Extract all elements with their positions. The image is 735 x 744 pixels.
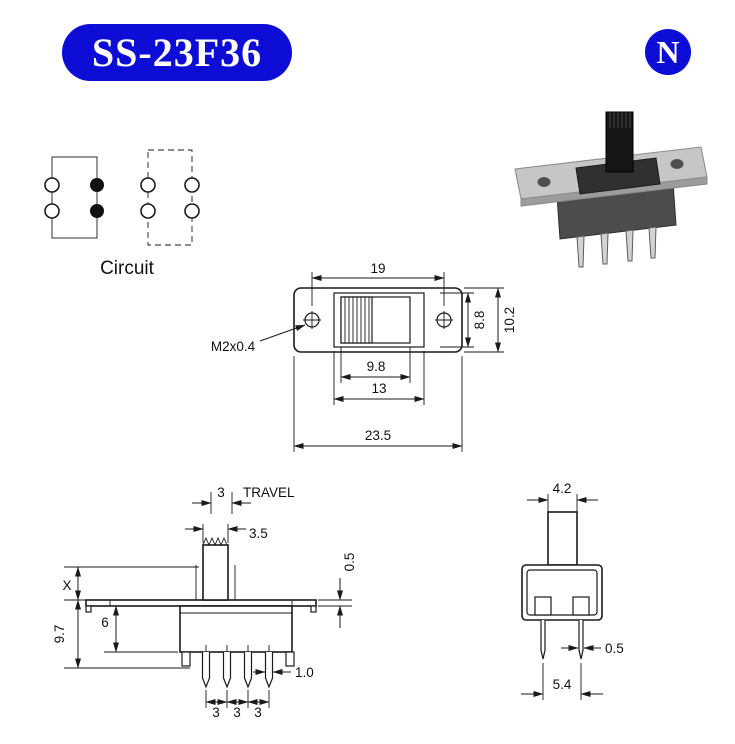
circuit-diagram: Circuit xyxy=(44,149,200,279)
knob-hatching xyxy=(344,297,370,343)
terminal-dot xyxy=(140,177,156,193)
part-number-badge: SS-23F36 xyxy=(62,24,292,81)
pin xyxy=(625,229,634,262)
dim-travel: 3 TRAVEL xyxy=(192,485,295,514)
terminal-dot xyxy=(44,203,60,219)
circuit-solid-box xyxy=(51,156,98,239)
knob-top-view xyxy=(340,296,373,344)
knob-serration-profile xyxy=(202,536,228,547)
dim-pin-spacing: 5.4 xyxy=(521,663,603,700)
dim-text: 13 xyxy=(371,381,386,396)
dim-text: 6 xyxy=(101,615,109,630)
dim-text: 8.8 xyxy=(472,311,487,330)
pin-channel-left xyxy=(534,596,552,616)
dim-total-height: 10.2 xyxy=(464,287,517,353)
dim-knob-width: 3.5 xyxy=(185,524,268,543)
switch-photo xyxy=(514,111,708,268)
terminal-dot-filled xyxy=(90,178,104,192)
dim-height-x: X xyxy=(62,566,199,601)
pin-end xyxy=(578,620,584,660)
hole-centerline xyxy=(435,311,453,329)
terminal-slots xyxy=(205,645,270,652)
travel-label: TRAVEL xyxy=(243,485,295,500)
dim-text: 3.5 xyxy=(249,526,268,541)
dim-text: 4.2 xyxy=(553,481,572,496)
dim-text: 10.2 xyxy=(502,307,517,333)
front-view: 19 8.8 10.2 M2x0.4 9. xyxy=(211,261,517,452)
dim-text: 3 xyxy=(254,705,262,720)
thread-text: M2x0.4 xyxy=(211,339,256,354)
side-view: 3 TRAVEL 3.5 X 9.7 xyxy=(52,485,357,720)
brand-logo-icon: N xyxy=(645,29,691,75)
mounting-hole xyxy=(670,159,684,169)
terminal-dot xyxy=(44,177,60,193)
dim-total-width: 23.5 xyxy=(293,356,463,452)
dim-text: 9.8 xyxy=(367,359,386,374)
dim-pin-pitch: 3 3 3 xyxy=(205,690,270,720)
pin-end xyxy=(540,620,546,660)
dim-text: 5.4 xyxy=(553,677,572,692)
circuit-caption: Circuit xyxy=(100,258,155,279)
pin-profile xyxy=(264,652,274,689)
pin xyxy=(648,226,657,259)
brand-logo-letter: N xyxy=(656,33,680,70)
circuit-dashed-box xyxy=(147,149,193,246)
mounting-hole xyxy=(537,177,551,187)
dim-text: X xyxy=(62,578,71,593)
terminal-dot-filled xyxy=(90,204,104,218)
pin-channel-right xyxy=(572,596,590,616)
bracket-plate xyxy=(85,599,317,607)
dim-slot-width: 9.8 xyxy=(340,347,411,383)
part-number-label: SS-23F36 xyxy=(91,30,263,75)
case-post-right xyxy=(285,651,295,667)
pin-profile xyxy=(201,652,211,689)
dim-text: 9.7 xyxy=(52,625,67,644)
knob-travel-phantom xyxy=(195,565,236,600)
knob-end xyxy=(547,511,578,566)
dim-knob-width-end: 4.2 xyxy=(527,481,598,512)
dim-text: 1.0 xyxy=(295,665,314,680)
dim-text: 0.5 xyxy=(342,553,357,572)
dim-body-width: 13 xyxy=(333,351,425,405)
thread-callout: M2x0.4 xyxy=(211,324,306,354)
knob-serrations xyxy=(609,112,631,128)
dim-below-height: 9.7 xyxy=(52,599,190,669)
dim-pin-width: 1.0 xyxy=(253,665,314,680)
bracket-hook-right xyxy=(310,605,317,613)
pin xyxy=(600,232,609,265)
bracket-hook-left xyxy=(85,605,92,613)
bracket-steps xyxy=(109,600,293,606)
hole-centerline xyxy=(303,311,321,329)
terminal-dot xyxy=(184,177,200,193)
dim-hole-spacing: 19 xyxy=(311,261,445,306)
dim-pin-thickness: 0.5 xyxy=(561,641,624,656)
dim-plate-thickness: 0.5 xyxy=(318,553,357,628)
case-outline xyxy=(179,605,293,653)
pin-profile xyxy=(243,652,253,689)
dim-text: 0.5 xyxy=(605,641,624,656)
dim-inner-height: 8.8 xyxy=(440,292,487,348)
pin xyxy=(576,235,585,268)
end-view: 4.2 0.5 5.4 xyxy=(521,481,624,700)
knob-side xyxy=(202,544,229,601)
dim-text: 23.5 xyxy=(365,428,391,443)
dim-text: 19 xyxy=(370,261,385,276)
case-post-left xyxy=(181,651,191,667)
dim-text: 3 xyxy=(217,485,225,500)
terminal-dot xyxy=(184,203,200,219)
dim-text: 3 xyxy=(212,705,220,720)
pin-profile xyxy=(222,652,232,689)
terminal-dot xyxy=(140,203,156,219)
dim-text: 3 xyxy=(233,705,241,720)
dim-case-height: 6 xyxy=(101,605,178,653)
